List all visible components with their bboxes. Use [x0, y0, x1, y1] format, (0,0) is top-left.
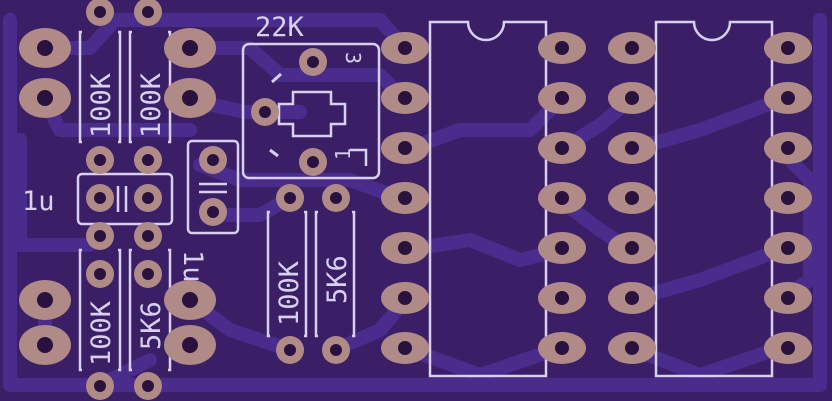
trimmer-outline	[241, 42, 381, 180]
large-pad-drill	[37, 40, 53, 56]
c2-label: 1u	[177, 250, 208, 283]
silkscreen	[76, 20, 774, 378]
ic-pad-drill	[398, 241, 412, 255]
large-pad-drill	[37, 292, 53, 308]
small-pad-drill	[284, 344, 296, 356]
ic-pad-drill	[398, 141, 412, 155]
large-pad-drill	[182, 337, 198, 353]
small-pad-drill	[259, 106, 271, 118]
r3-label: 100K	[86, 300, 117, 366]
small-pad-drill	[94, 6, 106, 18]
ic-pad-drill	[398, 91, 412, 105]
ic-pad-drill	[781, 41, 795, 55]
ic-pad-drill	[625, 341, 639, 355]
c2-outline	[186, 139, 240, 235]
ic-pad-drill	[781, 191, 795, 205]
r5-label: 100K	[274, 260, 305, 326]
ic-pad-drill	[398, 41, 412, 55]
large-pad-drill	[37, 90, 53, 106]
r2-label: 100K	[136, 72, 167, 138]
ic-pad-drill	[625, 41, 639, 55]
trimmer-value-label: 22K	[255, 12, 305, 43]
ic-pad-drill	[555, 141, 569, 155]
ic-pad-drill	[781, 141, 795, 155]
ic-pad-drill	[555, 341, 569, 355]
ic-pad-drill	[398, 341, 412, 355]
pads	[19, 0, 812, 400]
r1-outline	[78, 30, 122, 144]
large-pad-drill	[182, 40, 198, 56]
small-pad-drill	[94, 230, 106, 242]
small-pad-drill	[284, 192, 296, 204]
ic-pad-drill	[625, 191, 639, 205]
ic-pad-drill	[555, 91, 569, 105]
ic-pad-drill	[555, 241, 569, 255]
small-pad-drill	[142, 268, 154, 280]
ic-pad-drill	[781, 241, 795, 255]
r6-label: 5K6	[322, 255, 353, 304]
large-pad-drill	[182, 90, 198, 106]
trimmer-pin1-label: 1	[331, 148, 355, 160]
c1-label: 1u	[22, 186, 55, 217]
small-pad-drill	[94, 154, 106, 166]
labels: 100K 100K 100K 5K6 100K 5K6 1u 1u 22K 3 …	[22, 12, 365, 366]
large-pad-drill	[37, 337, 53, 353]
r6-outline	[314, 210, 356, 338]
ic-pad-drill	[781, 291, 795, 305]
ic-pad-drill	[555, 291, 569, 305]
small-pad-drill	[94, 192, 106, 204]
ic-pad-drill	[398, 291, 412, 305]
ic-pad-drill	[625, 91, 639, 105]
r4-label: 5K6	[136, 301, 167, 350]
ic2-outline	[654, 20, 774, 378]
small-pad-drill	[330, 344, 342, 356]
ic1-outline	[428, 20, 548, 378]
c1-outline	[76, 172, 174, 226]
ic-pad-drill	[781, 341, 795, 355]
small-pad-drill	[207, 154, 219, 166]
r3-outline	[78, 248, 122, 372]
small-pad-drill	[330, 192, 342, 204]
ic-pad-drill	[555, 41, 569, 55]
small-pad-drill	[307, 156, 319, 168]
small-pad-drill	[142, 154, 154, 166]
ic-pad-drill	[555, 191, 569, 205]
r1-label: 100K	[86, 72, 117, 138]
ic-pad-drill	[398, 191, 412, 205]
small-pad-drill	[307, 56, 319, 68]
ic-pad-drill	[781, 91, 795, 105]
ic-pad-drill	[625, 241, 639, 255]
r5-outline	[266, 210, 308, 338]
small-pad-drill	[142, 6, 154, 18]
small-pad-drill	[94, 380, 106, 392]
trimmer-pin3-label: 3	[341, 52, 365, 64]
ic-pad-drill	[625, 141, 639, 155]
small-pad-drill	[142, 230, 154, 242]
small-pad-drill	[94, 268, 106, 280]
small-pad-drill	[207, 206, 219, 218]
small-pad-drill	[142, 380, 154, 392]
small-pad-drill	[142, 192, 154, 204]
ic-pad-drill	[625, 291, 639, 305]
large-pad-drill	[182, 292, 198, 308]
